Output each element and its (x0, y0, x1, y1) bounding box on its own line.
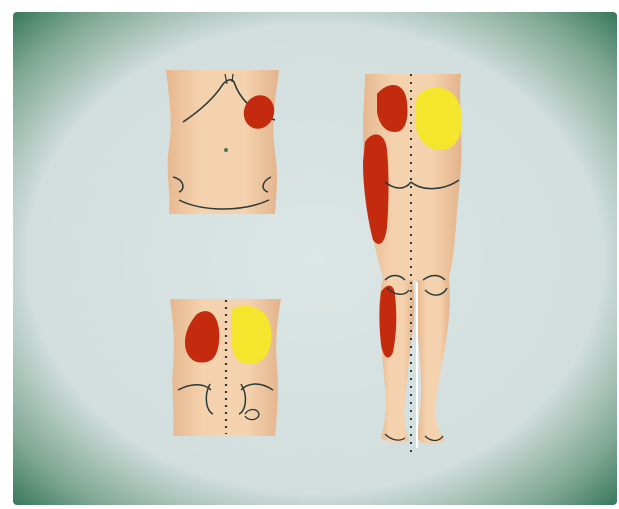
background (13, 12, 617, 505)
pain-referral-diagram (13, 12, 617, 505)
pain-region-back-right (231, 306, 271, 364)
pain-region-buttock-right (415, 87, 462, 150)
abdomen-skin (166, 70, 279, 214)
abdomen-front-figure (166, 70, 279, 214)
lower-back-figure (170, 299, 281, 436)
diagram-frame (13, 12, 617, 505)
pain-region-calf (380, 286, 397, 358)
